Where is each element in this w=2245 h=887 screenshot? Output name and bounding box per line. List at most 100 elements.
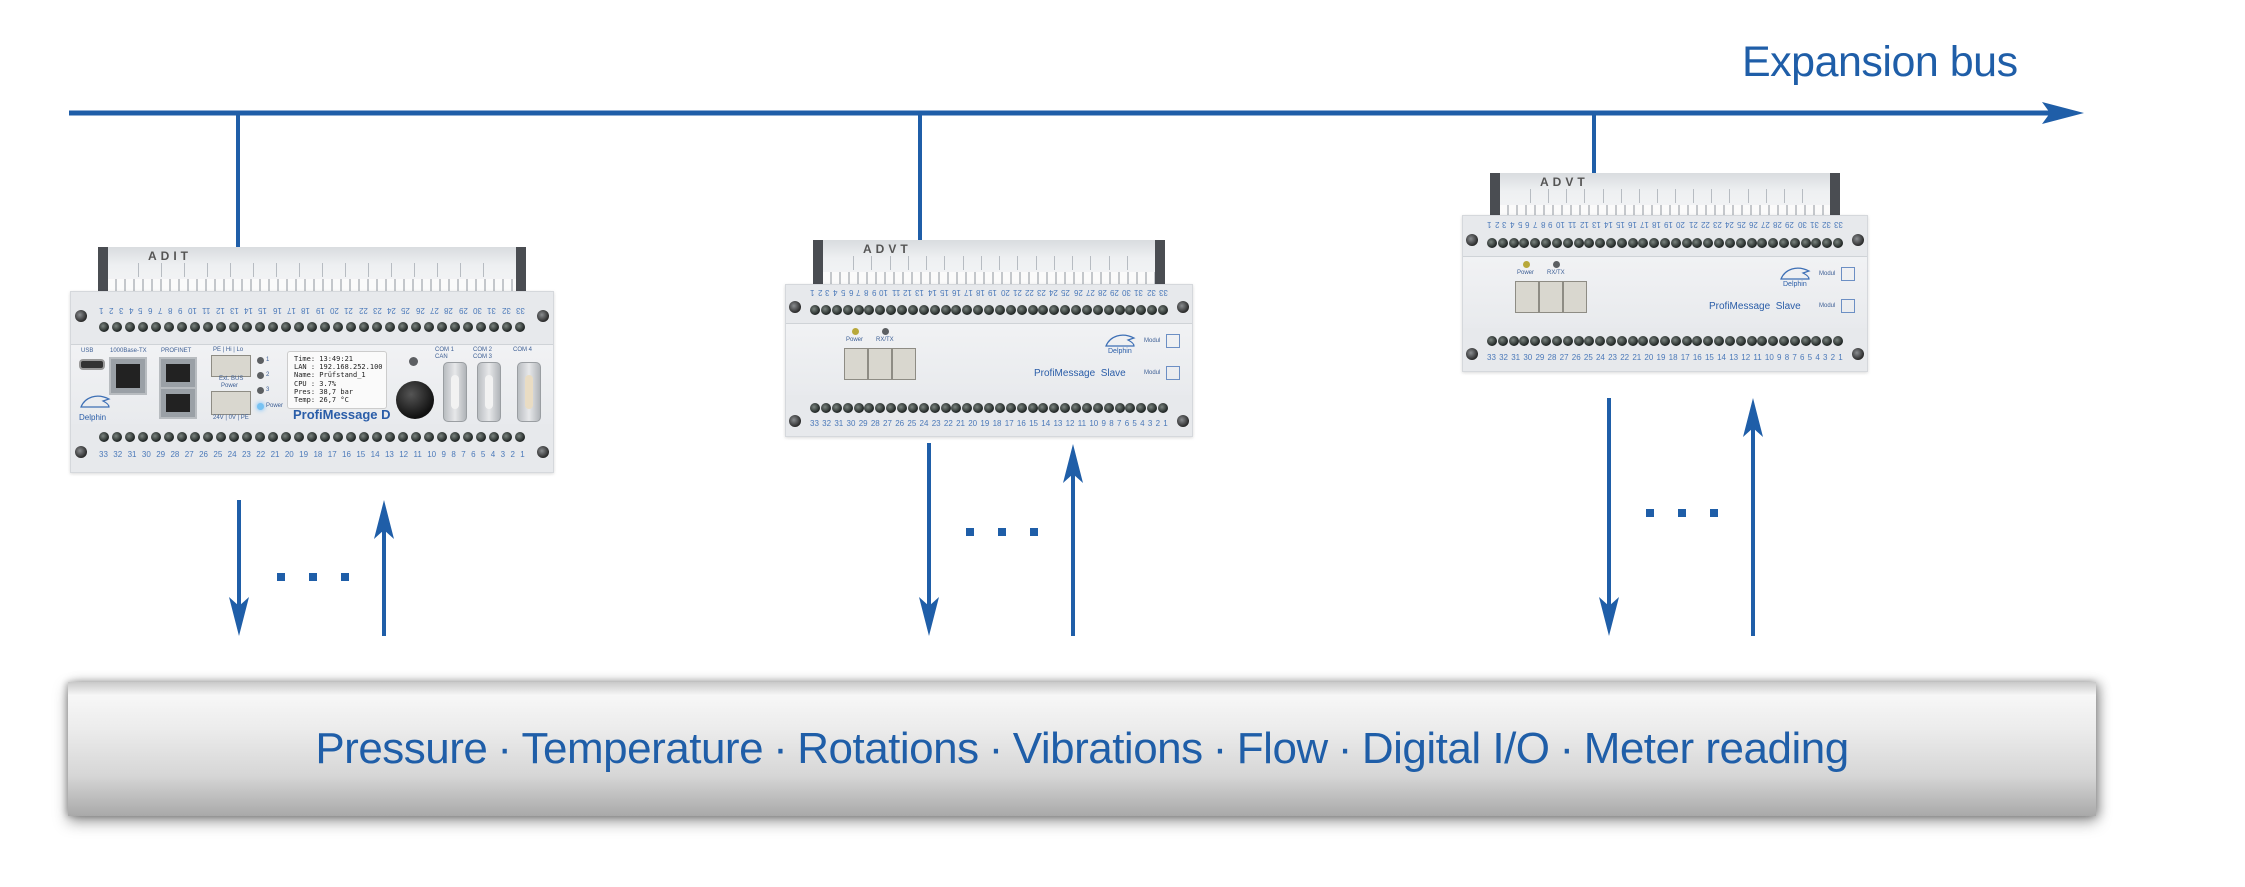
terminal-screw	[1638, 238, 1649, 248]
measurand-item: Vibrations	[1012, 724, 1203, 773]
terminal-screw	[1551, 336, 1562, 346]
ethernet-port	[109, 357, 147, 395]
terminal-screw	[994, 403, 1005, 413]
terminal-number: 32	[1499, 353, 1509, 362]
measurand-separator: ·	[1212, 724, 1228, 773]
led-3-label: 3	[266, 387, 270, 393]
terminal-screw	[307, 322, 317, 332]
terminal-number: 24	[919, 419, 929, 428]
modul-1-label: Modul	[1819, 271, 1836, 277]
terminal-screw	[1714, 336, 1725, 346]
terminal-screw	[962, 305, 973, 315]
terminal-number: 22	[256, 450, 266, 459]
terminal-row-top	[99, 322, 525, 333]
terminal-number: 25	[213, 450, 223, 459]
delphin-logo	[80, 395, 111, 408]
terminal-screw	[864, 403, 875, 413]
measurand-separator: ·	[773, 724, 788, 773]
terminal-screw	[1487, 238, 1497, 248]
terminal-number: 3	[1147, 419, 1153, 428]
terminal-number: 4	[128, 306, 133, 315]
terminal-number: 28	[870, 419, 880, 428]
output-arrowhead-device-1	[229, 597, 249, 636]
output-arrowhead-device-2	[919, 597, 939, 636]
terminal-screw	[268, 322, 278, 332]
terminal-number: 17	[1004, 419, 1014, 428]
measurand-item: Meter reading	[1583, 724, 1849, 773]
terminal-screw	[1768, 336, 1779, 346]
terminal-screw	[1125, 305, 1136, 315]
model-name: ProfiMessage D	[293, 407, 391, 422]
terminal-screw	[973, 305, 984, 315]
terminal-number: 29	[1110, 288, 1120, 297]
terminal-screw	[1027, 305, 1038, 315]
ellipsis-device-3	[1646, 509, 1718, 517]
terminal-screw	[1800, 238, 1811, 248]
terminal-screw	[984, 305, 994, 315]
terminal-number: 31	[127, 450, 137, 459]
terminal-screw	[1703, 238, 1714, 248]
terminal-screw	[1114, 403, 1125, 413]
power-led	[257, 403, 264, 410]
terminal-number: 9	[1101, 419, 1106, 428]
terminal-screw	[1660, 238, 1670, 248]
terminal-screw	[1487, 336, 1497, 346]
terminal-number: 9	[177, 306, 183, 315]
terminal-number: 11	[891, 288, 900, 297]
terminal-number: 32	[1146, 288, 1156, 297]
terminal-number: 16	[1692, 353, 1702, 362]
terminal-screw	[515, 432, 525, 442]
terminal-number: 12	[215, 306, 225, 315]
terminal-screw	[424, 322, 434, 332]
terminal-number: 7	[158, 306, 163, 315]
terminal-screw	[138, 322, 148, 332]
terminal-number: 10	[1764, 353, 1774, 362]
led-1-label: 1	[266, 357, 270, 363]
terminal-number: 9	[1777, 353, 1782, 362]
power-label: Power	[846, 337, 864, 343]
terminal-screw	[853, 403, 864, 413]
bus-connector-2	[868, 348, 892, 380]
terminal-number: 28	[1097, 288, 1107, 297]
terminal-screw	[1746, 238, 1757, 248]
terminal-number: 15	[1704, 353, 1714, 362]
terminal-number: 1	[1838, 353, 1843, 362]
measurand-list: Pressure·Temperature·Rotations·Vibration…	[68, 724, 2096, 774]
delphin-logo	[1780, 267, 1811, 280]
terminal-screw	[359, 322, 369, 332]
terminal-screw	[1724, 238, 1735, 248]
module-label: ADVT	[863, 242, 912, 256]
terminal-number: 25	[1736, 220, 1746, 229]
terminal-number: 26	[895, 419, 905, 428]
terminal-number: 4	[1815, 353, 1820, 362]
terminal-number: 14	[1041, 419, 1051, 428]
terminal-number: 21	[1012, 288, 1022, 297]
terminal-screw	[897, 403, 907, 413]
terminal-screw	[463, 322, 473, 332]
output-arrowhead-device-3	[1599, 597, 1619, 636]
terminal-screw	[268, 432, 278, 442]
terminal-number: 27	[1559, 353, 1569, 362]
terminal-screw	[1114, 305, 1125, 315]
usb-port	[79, 359, 105, 370]
terminal-screw	[929, 305, 940, 315]
ellipsis-device-2	[966, 528, 1038, 536]
terminal-number: 28	[1547, 353, 1557, 362]
terminal-screw	[229, 322, 239, 332]
terminal-screw	[1660, 336, 1670, 346]
terminal-screw	[437, 432, 447, 442]
terminal-number: 23	[241, 450, 251, 459]
terminal-row-bottom	[99, 432, 525, 443]
terminal-screw	[125, 432, 135, 442]
terminal-screw	[1060, 305, 1071, 315]
terminal-number: 29	[1785, 220, 1795, 229]
terminal-screw	[242, 322, 252, 332]
profinet-port-1	[159, 357, 197, 389]
terminal-number: 6	[1800, 353, 1805, 362]
terminal-screw	[190, 432, 200, 442]
terminal-screw	[398, 322, 408, 332]
terminal-screw	[437, 322, 447, 332]
terminal-number: 8	[167, 306, 173, 315]
terminal-screw	[1519, 238, 1530, 248]
